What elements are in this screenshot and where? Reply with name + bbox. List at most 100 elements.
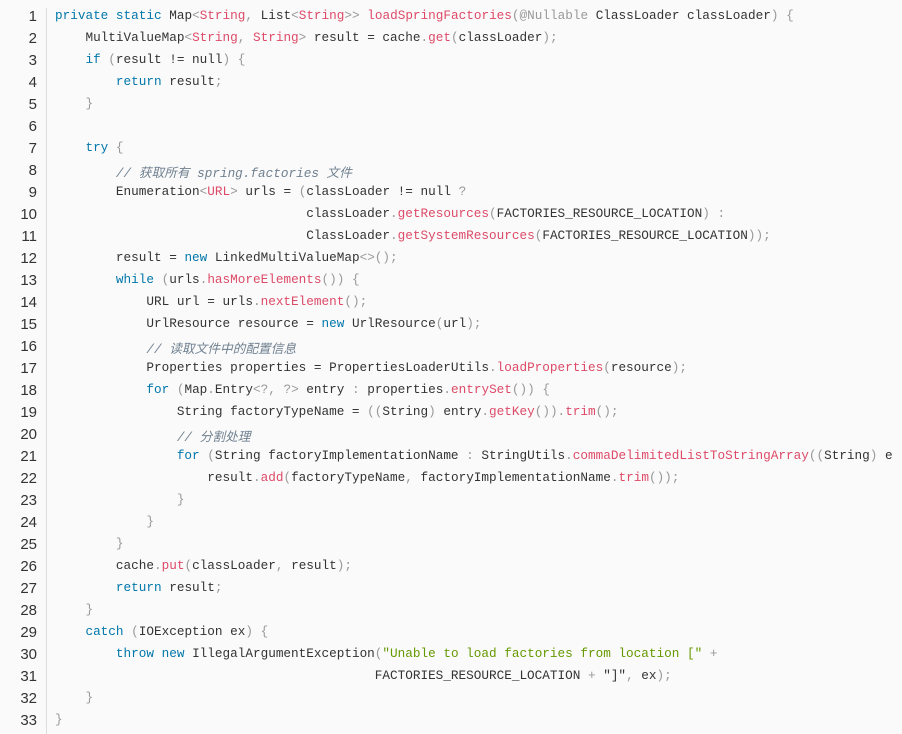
code-token: ( xyxy=(176,382,185,397)
line-number-gutter-divider xyxy=(46,8,47,734)
line-number: 24 xyxy=(20,514,37,531)
code-token: : xyxy=(466,448,474,463)
code-token xyxy=(344,272,352,287)
code-token: . xyxy=(252,294,261,309)
code-token: ); xyxy=(656,668,672,683)
code-text: } xyxy=(55,96,93,111)
code-token: ) xyxy=(702,206,710,221)
code-token: ()); xyxy=(648,470,680,485)
code-token: . xyxy=(610,470,619,485)
line-number: 25 xyxy=(20,536,37,553)
code-token: ( xyxy=(298,184,307,199)
code-token: result = xyxy=(55,250,185,265)
line-number: 4 xyxy=(28,74,37,91)
code-token: > xyxy=(230,184,238,199)
code-token: result xyxy=(291,558,337,573)
code-token: } xyxy=(55,514,154,529)
code-text: } xyxy=(55,712,63,727)
code-token: ( xyxy=(534,228,543,243)
code-token: catch xyxy=(55,624,132,639)
line-number: 22 xyxy=(20,470,37,487)
code-text: return result; xyxy=(55,74,223,89)
code-token: ClassLoader classLoader xyxy=(588,8,771,23)
code-token xyxy=(778,8,786,23)
code-token: LinkedMultiValueMap xyxy=(214,250,360,265)
code-token: for xyxy=(55,382,177,397)
code-token: result = cache xyxy=(306,30,421,45)
code-token: entry xyxy=(298,382,352,397)
code-token: UrlResource resource = xyxy=(55,316,322,331)
code-text: while (urls.hasMoreElements()) { xyxy=(55,272,360,287)
code-token: result xyxy=(55,470,253,485)
line-number: 33 xyxy=(20,712,37,729)
code-token: ClassLoader xyxy=(55,228,391,243)
code-token: { xyxy=(352,272,360,287)
code-token: ) xyxy=(770,8,779,23)
code-token: classLoader xyxy=(458,30,543,45)
code-token: (); xyxy=(595,404,619,419)
code-token: ( xyxy=(450,30,459,45)
code-token: >> xyxy=(344,8,360,23)
line-number: 32 xyxy=(20,690,37,707)
line-number: 17 xyxy=(20,360,37,377)
code-text: } xyxy=(55,690,93,705)
code-token: getResources xyxy=(397,206,490,221)
code-token: result != null xyxy=(115,52,223,67)
code-token: . xyxy=(443,382,451,397)
code-token: ( xyxy=(489,206,497,221)
code-token: { xyxy=(786,8,794,23)
code-token: URL url = urls xyxy=(55,294,253,309)
line-number: 16 xyxy=(20,338,37,355)
code-text: // 获取所有 spring.factories 文件 xyxy=(55,162,352,181)
code-token: put xyxy=(161,558,185,573)
code-text: // 读取文件中的配置信息 xyxy=(55,338,296,357)
code-token: < xyxy=(192,8,200,23)
code-token: ()) xyxy=(321,272,345,287)
code-token: String xyxy=(199,8,246,23)
code-token: "Unable to load factories from location … xyxy=(382,646,710,661)
code-token: loadSpringFactories xyxy=(367,8,512,23)
code-token: url xyxy=(443,316,467,331)
code-text: try { xyxy=(55,140,124,155)
code-text: classLoader.getResources(FACTORIES_RESOU… xyxy=(55,206,725,221)
code-token: Map xyxy=(184,382,208,397)
code-token: (( xyxy=(808,448,825,463)
code-token: hasMoreElements xyxy=(207,272,322,287)
code-token: . xyxy=(488,360,497,375)
code-token: , xyxy=(626,668,642,683)
code-token: (); xyxy=(344,294,368,309)
code-token: ()). xyxy=(534,404,566,419)
code-token: ex xyxy=(641,668,657,683)
code-token: FACTORIES_RESOURCE_LOCATION xyxy=(496,206,703,221)
code-text: result.add(factoryTypeName, factoryImple… xyxy=(55,470,679,485)
code-token: trim xyxy=(618,470,649,485)
code-text: } xyxy=(55,492,185,507)
code-token: if xyxy=(55,52,109,67)
code-token: <>(); xyxy=(359,250,398,265)
code-token: String xyxy=(252,30,299,45)
code-token: + xyxy=(587,668,596,683)
code-token: ) xyxy=(869,448,878,463)
code-token: try xyxy=(55,140,116,155)
code-token: ) xyxy=(245,624,253,639)
code-text: throw new IllegalArgumentException("Unab… xyxy=(55,646,718,661)
code-token: loadProperties xyxy=(496,360,604,375)
code-token: ( xyxy=(131,624,139,639)
line-number: 23 xyxy=(20,492,37,509)
line-number: 27 xyxy=(20,580,37,597)
code-token: MultiValueMap xyxy=(55,30,185,45)
code-token: . xyxy=(252,470,261,485)
code-text: for (String factoryImplementationName : … xyxy=(55,448,893,463)
code-token: String factoryImplementationName xyxy=(214,448,467,463)
code-text: Enumeration<URL> urls = (classLoader != … xyxy=(55,184,466,199)
code-token: } xyxy=(55,96,94,111)
code-token: properties xyxy=(359,382,444,397)
code-token: factoryTypeName xyxy=(291,470,406,485)
code-token: { xyxy=(115,140,124,155)
line-number: 29 xyxy=(20,624,37,641)
code-token: ); xyxy=(466,316,482,331)
code-token: urls xyxy=(169,272,200,287)
code-token: String xyxy=(298,8,345,23)
code-token: throw new xyxy=(55,646,193,661)
code-token: e xyxy=(877,448,893,463)
